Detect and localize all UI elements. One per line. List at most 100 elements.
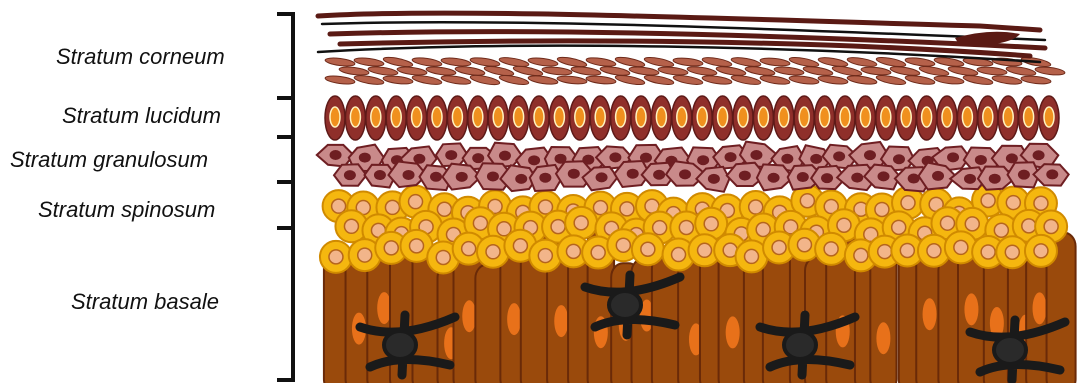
lucidum-cell-nucleus bbox=[636, 107, 646, 127]
lucidum-cell-nucleus bbox=[820, 107, 830, 127]
spinous-cell-nucleus bbox=[1022, 219, 1036, 233]
corneum-flake bbox=[629, 66, 660, 77]
lucidum-cell-nucleus bbox=[860, 107, 870, 127]
granular-cell-nucleus bbox=[430, 172, 442, 182]
granular-cell-nucleus bbox=[596, 172, 608, 182]
granular-cell-nucleus bbox=[768, 173, 780, 183]
spinous-cell-nucleus bbox=[358, 248, 372, 262]
spinous-cell-nucleus bbox=[385, 200, 399, 214]
granular-cell-nucleus bbox=[487, 171, 499, 181]
spinous-cell-nucleus bbox=[538, 249, 552, 263]
spinous-cell-nucleus bbox=[981, 193, 995, 207]
granular-cell-nucleus bbox=[833, 151, 845, 161]
melanocyte-body bbox=[384, 331, 416, 359]
granular-cell-nucleus bbox=[864, 150, 876, 160]
corneum-flake bbox=[586, 75, 617, 85]
corneum-flake bbox=[818, 75, 849, 86]
corneum-flake bbox=[803, 65, 834, 77]
corneum-flake bbox=[426, 65, 457, 76]
stratum-lucidum-cells bbox=[325, 96, 1059, 140]
granular-cell-nucleus bbox=[627, 169, 639, 179]
melanocyte-body bbox=[609, 291, 641, 319]
spinous-cell-nucleus bbox=[954, 240, 968, 254]
basal-cell-nucleus bbox=[554, 305, 568, 337]
spinous-cell-nucleus bbox=[672, 248, 686, 262]
granular-cell-nucleus bbox=[374, 170, 386, 180]
lucidum-cell-nucleus bbox=[371, 107, 381, 127]
corneum-flake bbox=[702, 56, 733, 68]
granular-cell-nucleus bbox=[697, 155, 709, 165]
granular-cell-nucleus bbox=[810, 154, 822, 164]
corneum-flake bbox=[644, 74, 675, 87]
corneum-flake bbox=[673, 57, 704, 67]
corneum-flake bbox=[528, 74, 559, 85]
lucidum-cell-nucleus bbox=[1003, 107, 1013, 127]
corneum-flake bbox=[586, 56, 617, 68]
spinous-cell-nucleus bbox=[462, 242, 476, 256]
corneum-flake bbox=[905, 74, 936, 86]
granular-cell-nucleus bbox=[568, 169, 580, 179]
spinous-cell-nucleus bbox=[772, 240, 786, 254]
lucidum-cell-nucleus bbox=[758, 107, 768, 127]
corneum-flake bbox=[1035, 66, 1066, 77]
corneum-flake bbox=[470, 56, 501, 68]
basal-cell-nucleus bbox=[1033, 292, 1047, 324]
spinous-cell-nucleus bbox=[1034, 196, 1048, 210]
spinous-cell-nucleus bbox=[745, 249, 759, 263]
lucidum-cell-nucleus bbox=[1044, 107, 1054, 127]
lucidum-cell-nucleus bbox=[799, 107, 809, 127]
corneum-flake bbox=[716, 65, 747, 77]
spinous-cell-nucleus bbox=[892, 220, 906, 234]
granular-cell-nucleus bbox=[750, 150, 762, 160]
basal-cell-nucleus bbox=[964, 293, 978, 325]
spinous-cell-nucleus bbox=[1005, 245, 1019, 259]
corneum-flake bbox=[441, 57, 472, 68]
corneum-flake bbox=[745, 65, 776, 77]
granular-cell-nucleus bbox=[1018, 170, 1030, 180]
granular-cell-nucleus bbox=[851, 173, 863, 183]
corneum-flake bbox=[789, 56, 820, 69]
lucidum-cell-nucleus bbox=[391, 107, 401, 127]
stratum-granulosum-cells bbox=[317, 142, 1069, 192]
lucidum-cell-nucleus bbox=[697, 107, 707, 127]
lucidum-cell-nucleus bbox=[738, 107, 748, 127]
spinous-cell-nucleus bbox=[436, 250, 450, 264]
corneum-flake bbox=[963, 74, 994, 86]
corneum-flake bbox=[455, 65, 486, 77]
lucidum-cell-nucleus bbox=[656, 107, 666, 127]
basal-cell-nucleus bbox=[923, 298, 937, 330]
granular-cell-nucleus bbox=[445, 150, 457, 160]
corneum-flake bbox=[890, 65, 921, 77]
spinous-cell-nucleus bbox=[641, 242, 655, 256]
lucidum-cell-nucleus bbox=[554, 107, 564, 127]
spinous-cell-nucleus bbox=[901, 196, 915, 210]
lucidum-cell-nucleus bbox=[595, 107, 605, 127]
granular-cell-nucleus bbox=[330, 150, 342, 160]
granular-cell-nucleus bbox=[515, 174, 527, 184]
granular-cell-nucleus bbox=[947, 152, 959, 162]
corneum-flake bbox=[818, 56, 849, 68]
basal-cell-nucleus bbox=[726, 316, 740, 348]
spinous-cell-nucleus bbox=[800, 194, 814, 208]
lucidum-cell-nucleus bbox=[534, 107, 544, 127]
corneum-flake bbox=[615, 55, 646, 68]
corneum-flake bbox=[731, 56, 762, 68]
corneum-flake bbox=[934, 75, 965, 86]
spinous-cell-nucleus bbox=[756, 223, 770, 237]
spinous-cell-nucleus bbox=[749, 200, 763, 214]
corneum-flake bbox=[992, 74, 1023, 85]
corneum-flake bbox=[948, 65, 979, 77]
corneum-flake bbox=[644, 56, 675, 69]
basal-cell-nucleus bbox=[507, 303, 521, 335]
basal-cell-nucleus bbox=[876, 322, 890, 354]
granular-cell-nucleus bbox=[609, 152, 621, 162]
spinous-cell-nucleus bbox=[1034, 244, 1048, 258]
spinous-cell-nucleus bbox=[994, 223, 1008, 237]
corneum-flake bbox=[557, 55, 588, 68]
spinous-cell-nucleus bbox=[965, 217, 979, 231]
spinous-cell-nucleus bbox=[344, 219, 358, 233]
granular-cell-nucleus bbox=[1033, 150, 1045, 160]
lucidum-cell-nucleus bbox=[983, 107, 993, 127]
spinous-cell-nucleus bbox=[698, 243, 712, 257]
